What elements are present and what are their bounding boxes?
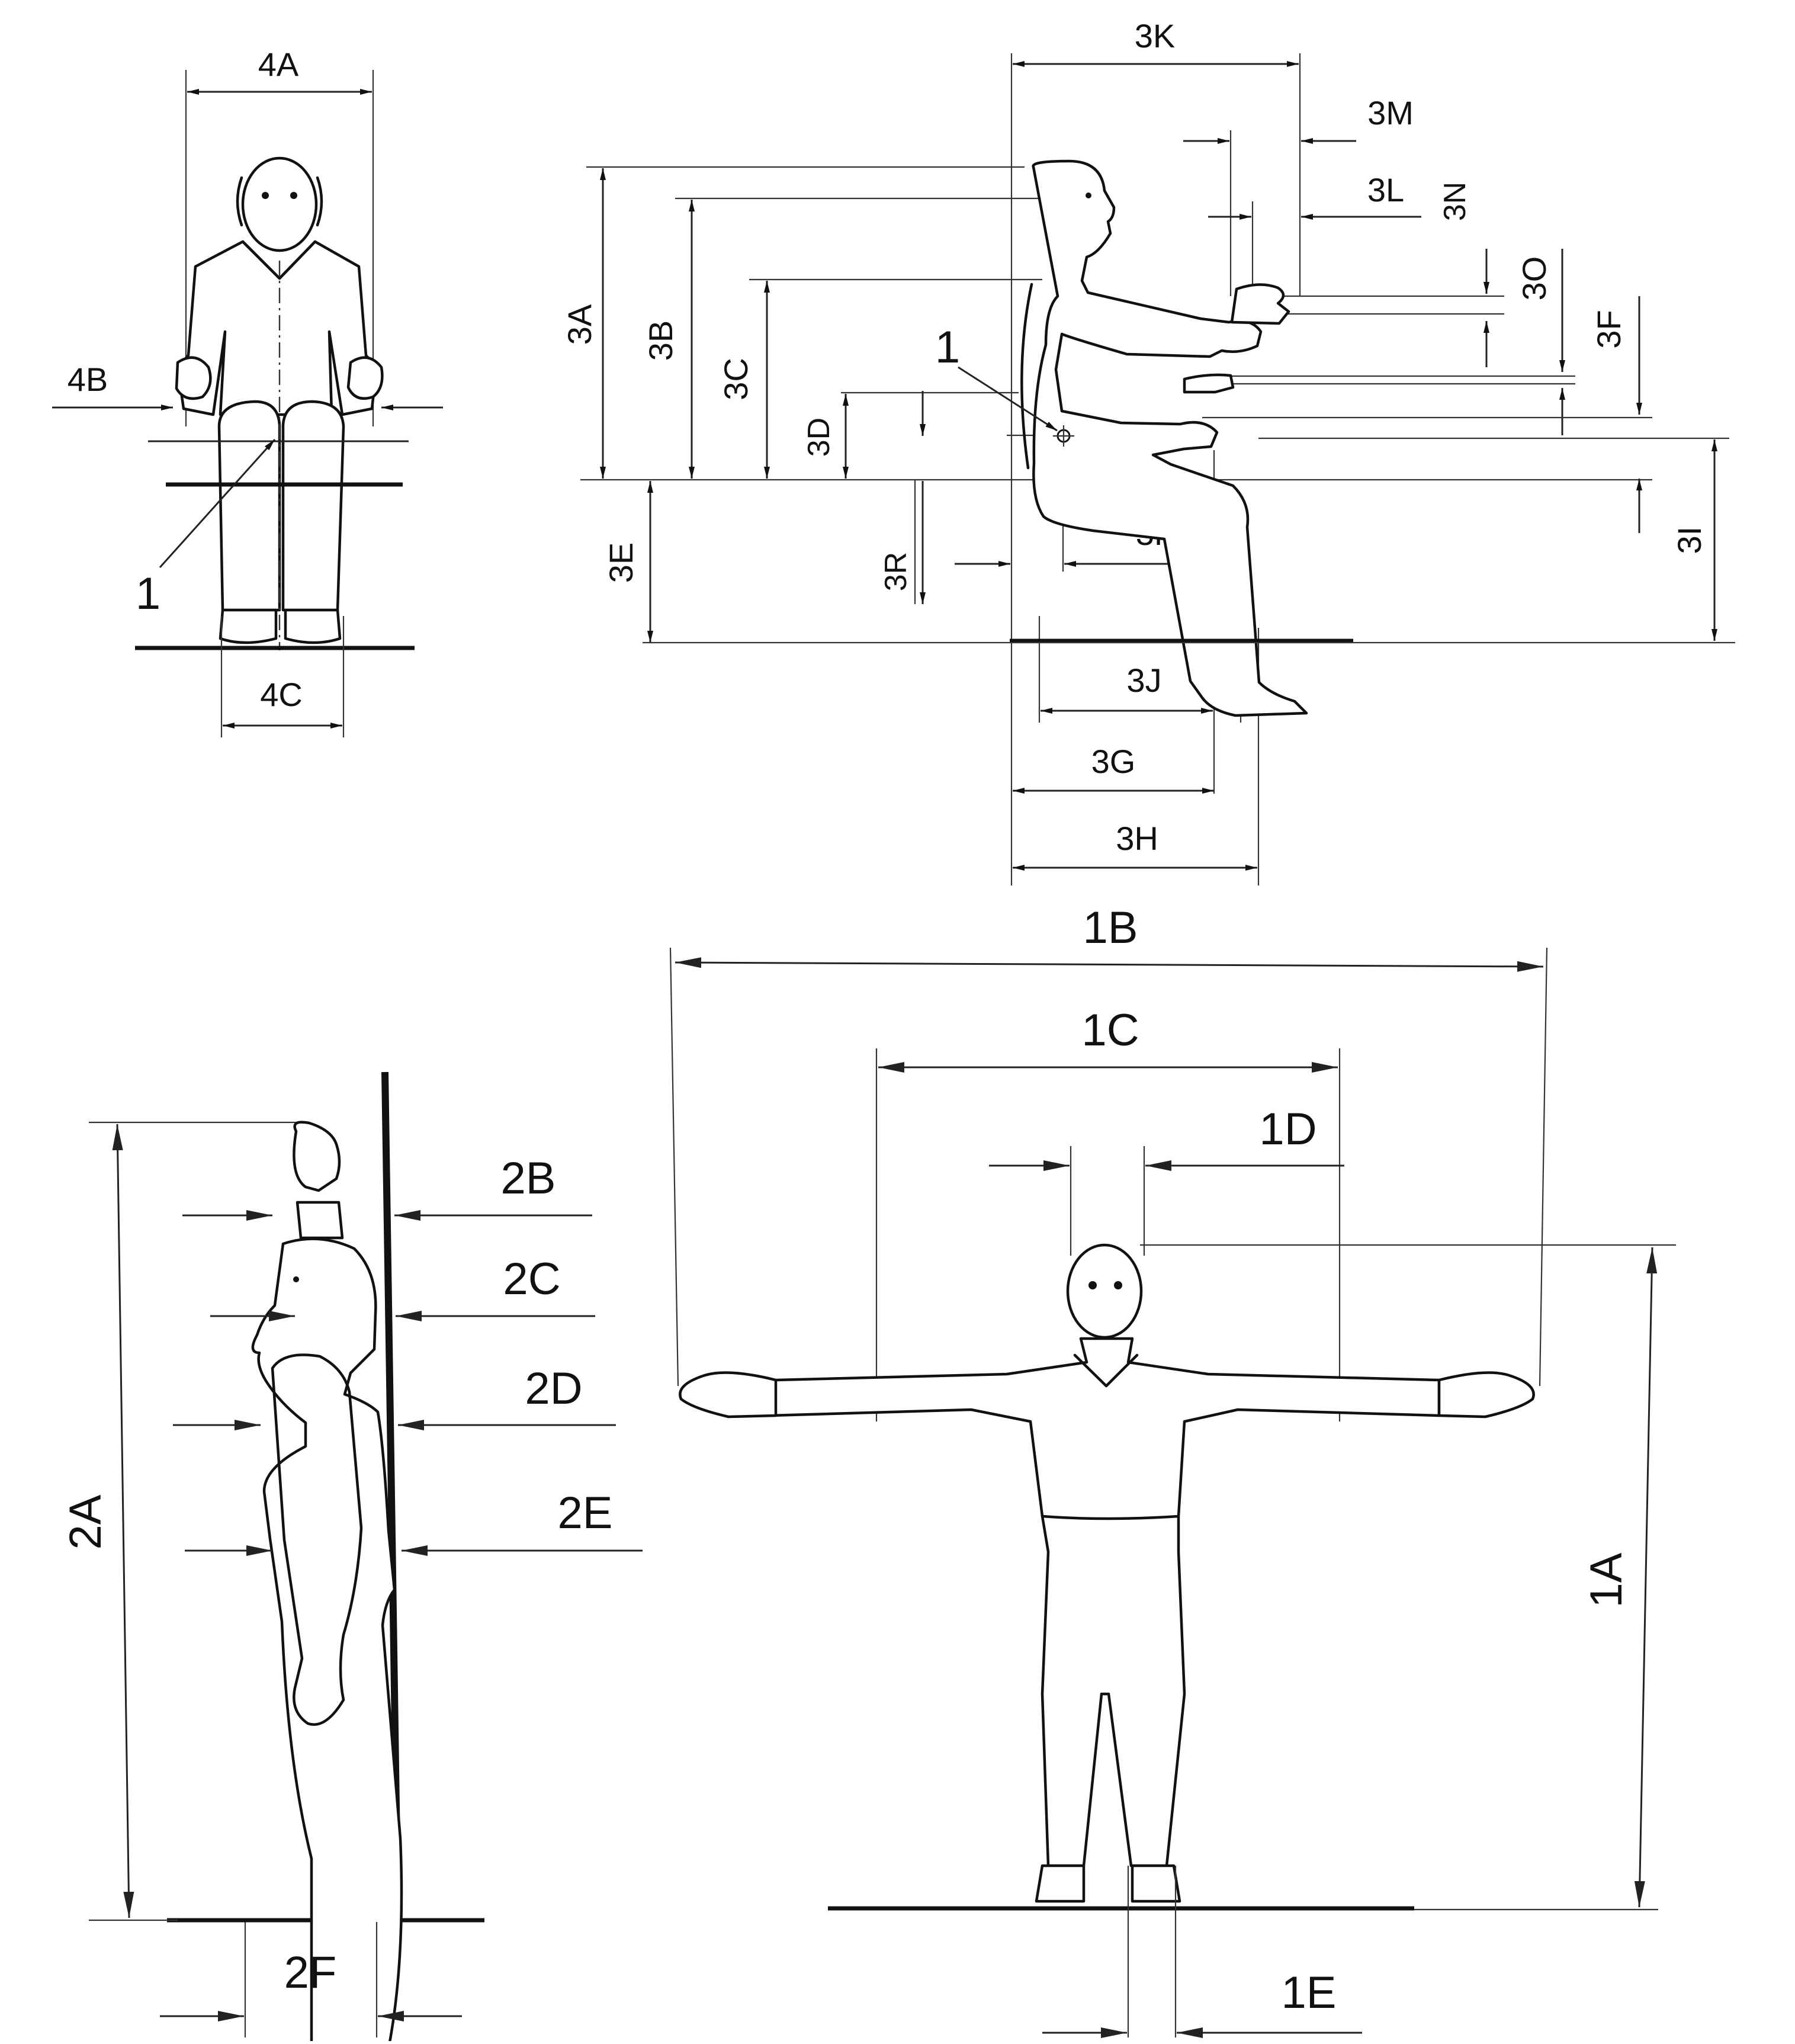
standing-front-view: 1B 1C 1D 1A 1E (669, 903, 1676, 2038)
standing-side-raised-arm (296, 1201, 344, 1240)
seated-side-view: 3K 3M 3L 3N 3O 3F 3I (561, 17, 1735, 885)
standing-front-hand-right (1437, 1371, 1535, 1419)
standing-side-view: 2A 2B 2C 2D 2E 2F (60, 1071, 643, 2044)
seated-front-head (241, 156, 318, 252)
seated-side-eye (1086, 192, 1091, 198)
seated-side-back (1020, 283, 1033, 470)
dim-2a-line (112, 1124, 134, 1918)
label-3a: 3A (561, 304, 598, 345)
label-3m: 3M (1367, 94, 1414, 131)
label-2e: 2E (558, 1488, 613, 1538)
ext-1b-right (1539, 947, 1548, 1387)
label-3n: 3N (1438, 182, 1472, 221)
label-3j: 3J (1126, 662, 1161, 699)
seated-front-shoe-right (284, 608, 342, 644)
label-3r: 3R (879, 552, 913, 591)
label-4b: 4B (68, 361, 108, 398)
standing-front-eye-right (1114, 1281, 1122, 1289)
seated-side-hand-lower (1183, 373, 1235, 394)
seated-front-leg-left (217, 400, 281, 612)
standing-side-arm (271, 1353, 363, 1726)
standing-front-shoe-right (1131, 1864, 1181, 1903)
standing-front-hand-left (679, 1371, 778, 1419)
seated-side-body (1032, 159, 1308, 717)
label-3g: 3G (1091, 743, 1136, 780)
label-3b: 3B (642, 320, 679, 361)
label-ref-1-front: 1 (136, 569, 160, 619)
label-1e: 1E (1282, 1968, 1337, 2018)
seated-front-view: 4A 4B 4C 1 (52, 46, 443, 737)
label-2b: 2B (501, 1153, 556, 1204)
standing-front-belt (1041, 1514, 1180, 1520)
label-1b: 1B (1083, 903, 1138, 953)
label-3c: 3C (717, 358, 754, 400)
seated-front-eye-right (290, 192, 297, 199)
seated-front-collar (241, 240, 317, 280)
label-4a: 4A (258, 46, 299, 83)
dim-1a-line (1634, 1247, 1658, 1908)
standing-front-head (1066, 1243, 1143, 1339)
seated-front-ears (236, 176, 323, 227)
label-4c: 4C (260, 676, 303, 713)
seated-front-eye-left (262, 192, 269, 199)
ext-1b-left (669, 947, 679, 1387)
standing-front-shoe-left (1035, 1864, 1086, 1903)
label-ref-1-side: 1 (935, 322, 960, 373)
label-2c: 2C (503, 1254, 560, 1304)
label-3o: 3O (1515, 256, 1553, 301)
label-3f: 3F (1590, 310, 1627, 348)
label-1a: 1A (1581, 1552, 1632, 1607)
pointer-ref-1-side (958, 366, 1058, 432)
seated-front-hand-left (175, 356, 212, 400)
label-3h: 3H (1116, 820, 1158, 857)
label-3d: 3D (802, 418, 836, 457)
standing-side-eye (293, 1276, 299, 1282)
label-1c: 1C (1081, 1005, 1139, 1055)
label-3k: 3K (1135, 17, 1176, 54)
standing-front-body (768, 1337, 1441, 1867)
seated-front-leg-right (281, 400, 345, 612)
pointer-ref-1-front (159, 438, 276, 569)
dim-1b-line (675, 957, 1544, 972)
standing-front-collar (1073, 1353, 1139, 1388)
label-3e: 3E (602, 543, 640, 583)
label-2f: 2F (284, 1947, 337, 1998)
standing-side-raised-hand (293, 1121, 341, 1192)
seated-front-shoe-left (219, 608, 278, 644)
label-3i: 3I (1671, 527, 1708, 554)
label-2d: 2D (525, 1363, 582, 1414)
label-3l: 3L (1367, 171, 1404, 208)
standing-front-eye-left (1088, 1281, 1097, 1289)
label-1d: 1D (1259, 1104, 1316, 1154)
seated-front-hand-right (346, 356, 384, 400)
label-2a: 2A (60, 1494, 111, 1549)
seated-side-hand-front (1230, 283, 1290, 325)
